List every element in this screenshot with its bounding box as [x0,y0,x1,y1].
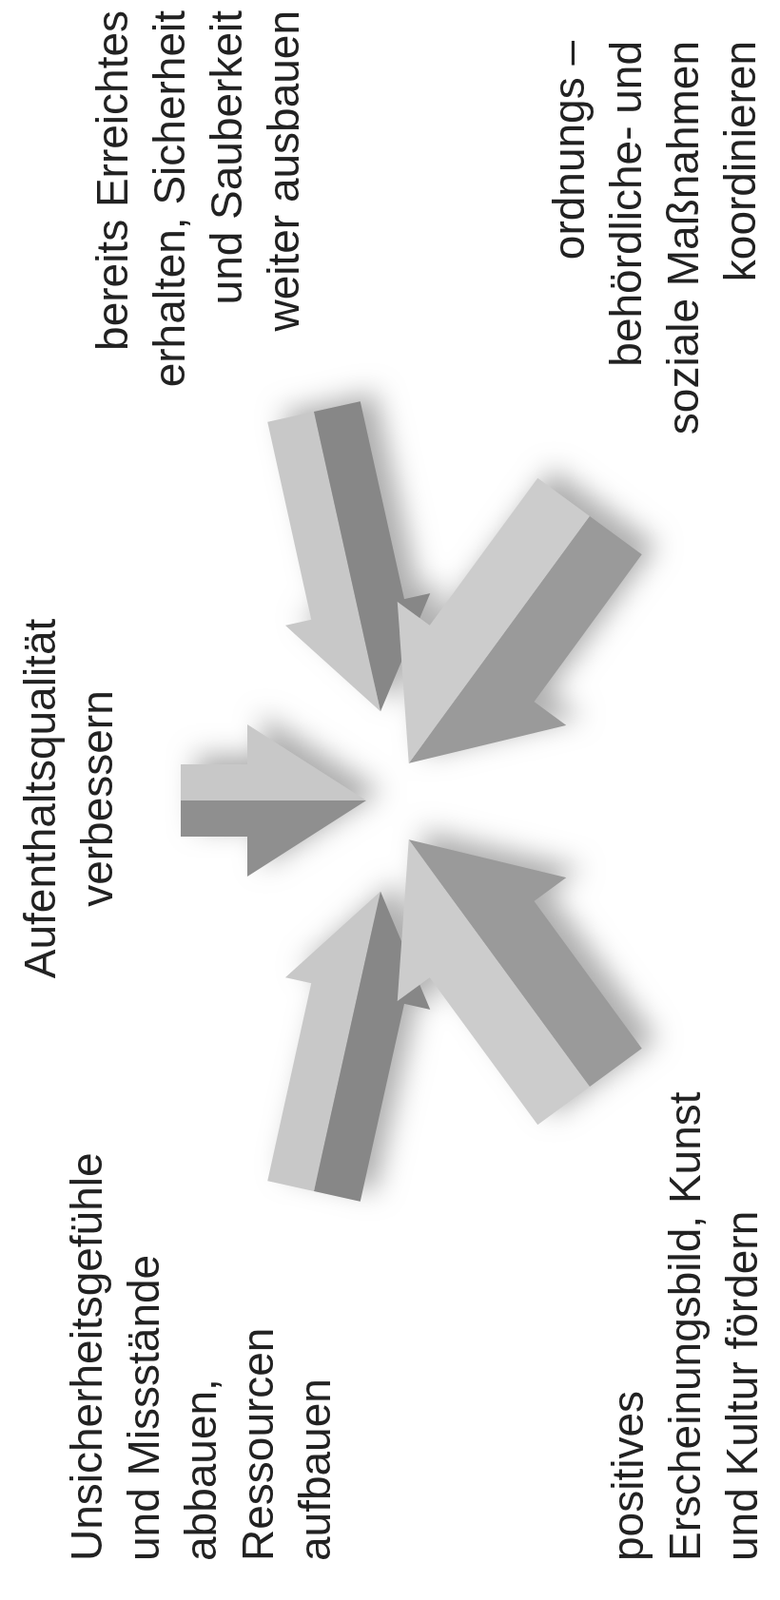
goal-label: Unsicherheitsgefühle und Missstände abba… [58,1143,344,1562]
goal-label: bereits Erreichtes erhalten, Sicherheit … [83,10,312,415]
goal-label: positives Erscheinungsbild, Kunst und Ku… [599,1067,771,1562]
arrow-face-dark [180,800,367,878]
goal-label: Aufenthaltsqualität verbessern [11,599,126,999]
arrow-face-dark [409,778,675,1088]
block-arrow [324,778,675,1150]
arrow-face-light [180,724,367,801]
block-arrow [180,724,367,878]
goal-label: ordnungs – behördliche- und soziale Maßn… [540,40,769,460]
arrow-face-dark [409,516,675,826]
block-arrow [324,454,675,826]
